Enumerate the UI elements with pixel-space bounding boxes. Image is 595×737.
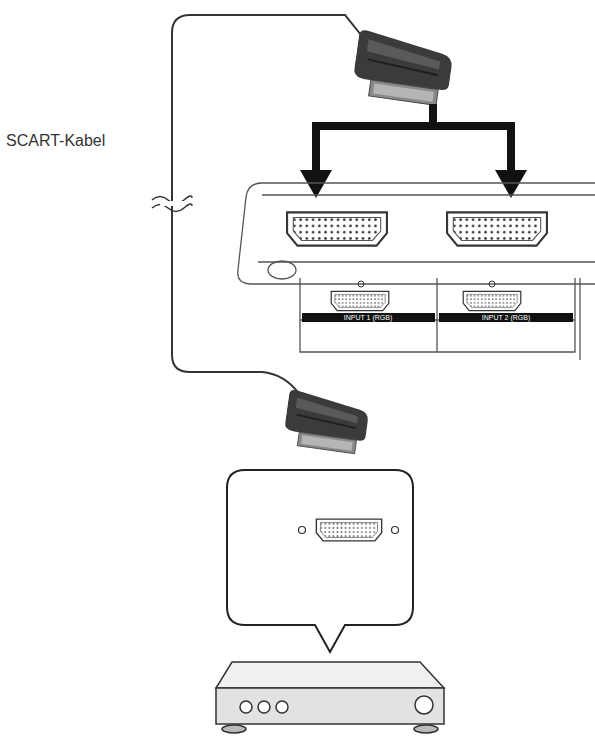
cable-label: SCART-Kabel [6, 132, 105, 150]
scart-plug [282, 389, 370, 455]
scart-cable [172, 15, 365, 395]
break-mark [152, 196, 192, 212]
socket-label: INPUT 2 (RGB) [482, 314, 531, 322]
callout-bubble [227, 470, 413, 652]
input-icon [358, 281, 495, 287]
label-strip [302, 313, 573, 322]
input-socket [331, 291, 521, 310]
tv-back-panel [238, 183, 595, 360]
split-arrow [300, 104, 527, 198]
scart-plug [351, 30, 455, 107]
scart-socket [287, 212, 547, 245]
av-device [216, 662, 444, 733]
socket-label: INPUT 1 (RGB) [344, 314, 393, 322]
